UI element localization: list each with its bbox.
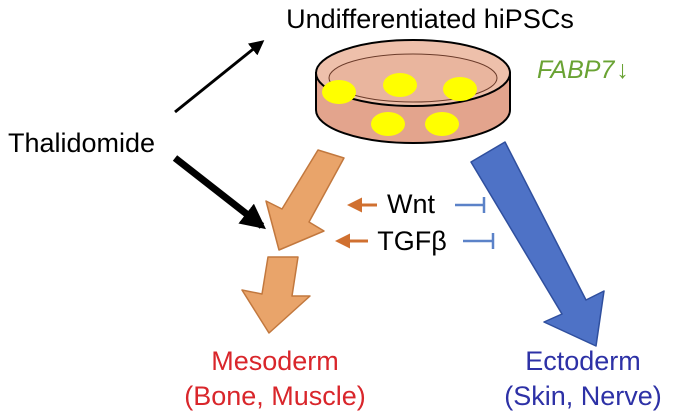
colony-icon <box>443 77 477 101</box>
signal-wnt: Wnt <box>347 189 486 219</box>
colony-icon <box>383 73 417 97</box>
marker-gene-label: FABP7↓ <box>537 56 629 84</box>
down-arrow-icon: ↓ <box>616 56 629 84</box>
colony-icon <box>371 112 405 136</box>
colony-icon <box>322 80 356 104</box>
petri-dish-icon <box>315 39 511 144</box>
title-label: Undifferentiated hiPSCs <box>286 4 574 34</box>
mesoderm-label: Mesoderm <box>211 346 339 376</box>
drug-label: Thalidomide <box>8 128 155 158</box>
mesoderm-detail: (Bone, Muscle) <box>184 381 366 411</box>
colony-icon <box>425 112 459 136</box>
signal-tgfb: TGFβ <box>335 226 495 256</box>
inhibit-bar-icon <box>463 233 495 249</box>
ectoderm-detail: (Skin, Nerve) <box>504 381 662 411</box>
inhibit-bar-icon <box>455 197 486 213</box>
mesoderm-path-arrows <box>241 149 345 334</box>
drug-to-mesoderm-arrow <box>172 155 266 230</box>
ectoderm-label: Ectoderm <box>525 346 641 376</box>
signal-label: TGFβ <box>377 226 447 256</box>
ectoderm-path-arrow <box>470 141 605 347</box>
signal-label: Wnt <box>387 189 436 219</box>
drug-to-hipscs-arrow <box>174 40 265 114</box>
